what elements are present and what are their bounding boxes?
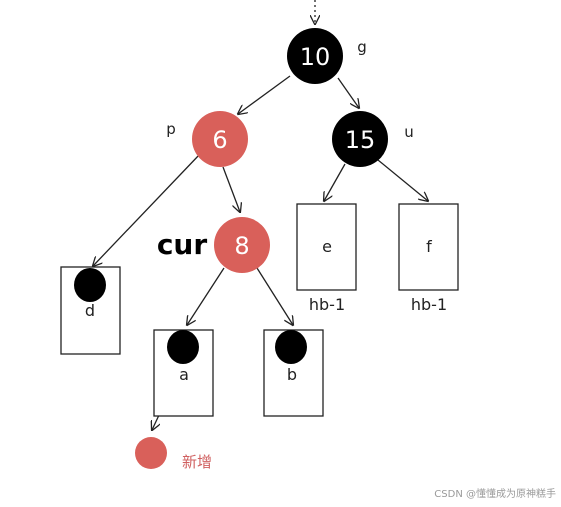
node-p-tag: p xyxy=(166,120,176,138)
subtree-b-black-node xyxy=(275,330,307,364)
node-g-tag: g xyxy=(357,38,367,56)
new-node-label: 新增 xyxy=(182,453,212,471)
edge-u-f xyxy=(377,159,428,201)
subtree-f-height-label: hb-1 xyxy=(411,295,447,314)
node-p-value: 6 xyxy=(212,126,227,154)
edge-g-u xyxy=(337,77,359,108)
subtree-e-box xyxy=(296,203,357,291)
node-g-value: 10 xyxy=(300,43,331,71)
subtree-e-height-label: hb-1 xyxy=(309,295,345,314)
subtree-a-label: a xyxy=(179,365,189,384)
edge-cur-b xyxy=(256,267,293,325)
subtree-b-label: b xyxy=(287,365,297,384)
subtree-e-label: e xyxy=(322,237,332,256)
node-cur-tag: cur xyxy=(157,228,208,261)
subtree-d-black-node xyxy=(74,268,106,302)
new-node-circle xyxy=(135,437,167,469)
edge-p-d xyxy=(93,153,201,266)
node-u-tag: u xyxy=(404,123,414,141)
watermark: CSDN @懂懂成为原神糕手 xyxy=(434,487,556,500)
edge-cur-a xyxy=(187,267,225,325)
node-u-value: 15 xyxy=(345,126,376,154)
node-cur-value: 8 xyxy=(234,232,249,260)
node-u-circle xyxy=(332,111,388,167)
node-cur-circle xyxy=(214,217,270,273)
node-p-circle xyxy=(192,111,248,167)
subtree-f-label: f xyxy=(426,237,432,256)
edge-g-p xyxy=(238,75,291,114)
node-g-circle xyxy=(287,28,343,84)
subtree-a-black-node xyxy=(167,330,199,364)
subtree-f-box xyxy=(398,203,459,291)
subtree-d-label: d xyxy=(85,301,95,320)
edge-p-cur xyxy=(222,166,240,212)
edge-u-e xyxy=(324,163,346,201)
